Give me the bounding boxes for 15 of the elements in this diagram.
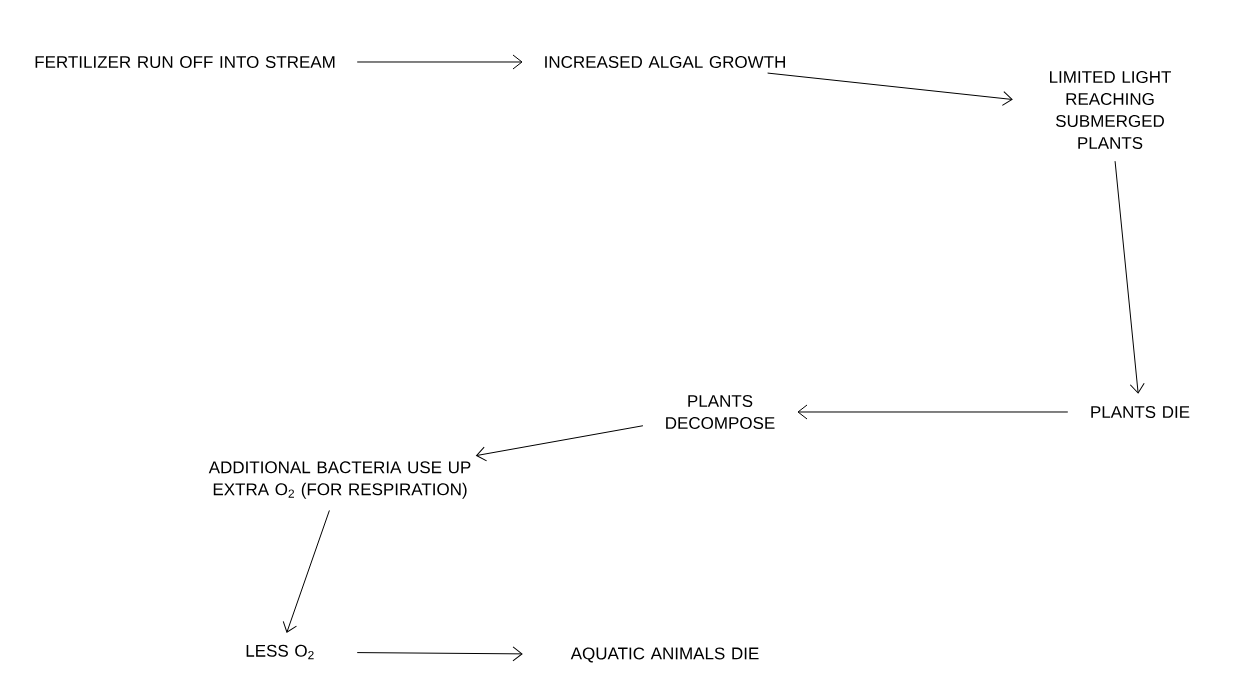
arrow (282, 509, 330, 633)
arrow (797, 404, 1069, 420)
handwritten-text: INCREASED ALGAL GROWTH (545, 56, 785, 68)
handwritten-text: PLANTS DIE (1091, 405, 1190, 418)
handwritten-text: LIMITED LIGHT REACHING SUBMERGED PLANTS (1050, 71, 1171, 149)
arrow (767, 72, 1013, 106)
arrow (1114, 160, 1145, 394)
arrow (356, 646, 523, 662)
handwritten-text: PLANTS DECOMPOSE (666, 394, 775, 429)
handwritten-text: ADDITIONAL BACTERIA USE UP EXTRA O$_{2}$ (FOR RESPIRATION) (208, 461, 471, 499)
handwritten-text: AQUATIC ANIMALS DIE (570, 647, 759, 663)
arrow (356, 54, 523, 70)
handwritten-text: LESS O$_{2}$ (246, 644, 314, 660)
handwritten-text: FERTILIZER RUN OFF INTO STREAM (35, 56, 335, 68)
arrow (476, 425, 644, 462)
